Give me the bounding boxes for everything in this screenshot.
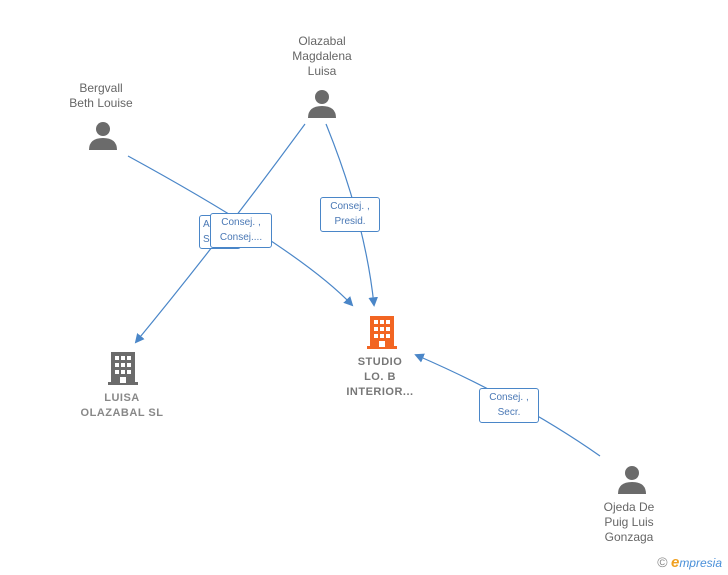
person-label-ojeda[interactable]: Ojeda De Puig Luis Gonzaga — [603, 500, 655, 544]
person-icon[interactable] — [306, 88, 338, 120]
building-icon[interactable] — [365, 314, 399, 350]
company-label-studio[interactable]: STUDIO LO. B INTERIOR... — [346, 356, 414, 398]
company-label-luisa-olazabal-sl[interactable]: LUISA OLAZABAL SL — [80, 392, 164, 419]
edge-label-olazabal-luisa[interactable]: Consej. , Consej.... — [210, 213, 272, 248]
person-label-bergvall[interactable]: Bergvall Beth Louise — [69, 81, 133, 110]
person-label-olazabal[interactable]: Olazabal Magdalena Luisa — [292, 34, 352, 78]
copyright-symbol: © — [657, 554, 668, 570]
edge-label-olazabal-studio[interactable]: Consej. , Presid. — [320, 197, 380, 232]
person-icon[interactable] — [616, 464, 648, 496]
edge-label-ojeda-studio[interactable]: Consej. , Secr. — [479, 388, 539, 423]
empresia-logo[interactable]: © empresia — [657, 554, 722, 571]
person-icon[interactable] — [87, 120, 119, 152]
building-icon[interactable] — [106, 350, 140, 386]
